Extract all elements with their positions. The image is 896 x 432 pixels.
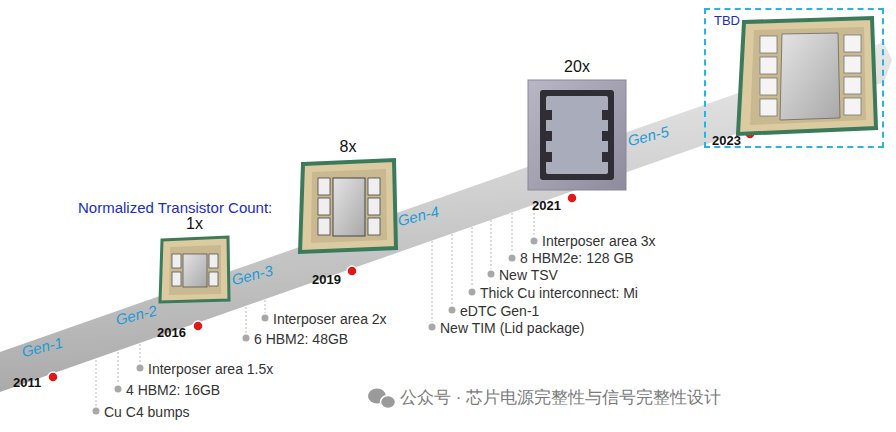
- feature-item: Thick Cu interconnect: Mi: [480, 285, 638, 301]
- chip-part: [368, 198, 380, 215]
- chip-part: [368, 218, 380, 235]
- chip-gen4: 8x: [300, 160, 396, 252]
- chip-part: [300, 160, 396, 252]
- chip-part: [429, 324, 436, 331]
- chip-gen4: [300, 160, 396, 252]
- leader-line: [512, 213, 513, 253]
- chip-part: [844, 56, 861, 73]
- chip-part: [844, 35, 861, 52]
- chip-gen5: 20x: [528, 80, 626, 190]
- chip-part: [844, 77, 861, 94]
- chip-part: [172, 254, 181, 268]
- feature-item: eDTC Gen-1: [460, 303, 539, 319]
- chip-part: [528, 80, 626, 190]
- chip-gen3: [160, 237, 229, 302]
- watermark: 公众号 · 芯片电源完整性与信号完整性设计: [400, 388, 721, 408]
- chip-gen6: [738, 18, 876, 134]
- chip-part: [262, 315, 269, 322]
- year-dots: [48, 129, 755, 382]
- feature-item: Interposer area 3x: [542, 233, 656, 249]
- chip-part: [469, 289, 476, 296]
- chip-part: [602, 152, 608, 162]
- heading: Normalized Transistor Count:: [78, 199, 272, 216]
- feature-item: New TIM (Lid package): [440, 320, 584, 336]
- chip-part: [183, 254, 207, 287]
- chip-part: [449, 307, 456, 314]
- chip-part: [243, 335, 250, 342]
- scale-label: 1x: [160, 215, 229, 233]
- chip-part: [347, 266, 357, 276]
- leader-line: [491, 220, 492, 269]
- chip-part: [546, 110, 608, 162]
- leader-line: [265, 300, 266, 313]
- chip-part: [48, 372, 58, 382]
- year-label: 2021: [532, 199, 561, 214]
- feature-item: 4 HBM2: 16GB: [126, 382, 220, 398]
- leader-line: [140, 344, 141, 363]
- chip-part: [844, 98, 861, 115]
- chip-part: [333, 178, 365, 236]
- chip-part: [318, 218, 330, 235]
- chip-part: [760, 78, 777, 95]
- chip-part: [750, 27, 866, 125]
- scale-label: 20x: [528, 58, 626, 76]
- chip-part: [760, 36, 777, 53]
- chip-part: [488, 271, 495, 278]
- chip-part: [209, 272, 218, 286]
- scale-label: 8x: [300, 138, 396, 156]
- chip-part: [602, 110, 608, 120]
- chip-part: [546, 152, 552, 162]
- future-chip-box: TBD: [704, 8, 884, 148]
- leader-line: [96, 360, 97, 406]
- feature-item: 8 HBM2e: 128 GB: [520, 250, 634, 266]
- leader-line: [432, 241, 433, 322]
- chip-part: [318, 178, 330, 195]
- wechat-icon: [368, 389, 396, 409]
- chip-part: [760, 35, 861, 116]
- chip-part: [172, 272, 181, 286]
- chip-part: [602, 131, 608, 141]
- chip-part: [509, 255, 516, 262]
- chip-gen5: [528, 80, 626, 190]
- chip-part: [760, 57, 777, 74]
- leader-line: [452, 234, 453, 305]
- chip-part: [381, 396, 396, 409]
- chip-part: [160, 237, 229, 302]
- year-label: 2019: [312, 273, 341, 288]
- chip-part: [169, 245, 221, 295]
- chip-part: [546, 96, 608, 174]
- chip-part: [738, 18, 876, 134]
- chip-part: [546, 110, 552, 120]
- leader-line: [472, 227, 473, 287]
- feature-item: Interposer area 2x: [273, 311, 387, 327]
- leader-line: [246, 307, 247, 333]
- feature-item: Interposer area 1.5x: [148, 361, 273, 377]
- chip-part: [115, 386, 122, 393]
- chip-part: [209, 254, 218, 268]
- year-label: 2011: [13, 376, 41, 391]
- feature-item: Cu C4 bumps: [104, 404, 190, 420]
- chip-part: [531, 238, 538, 245]
- chip-part: [567, 193, 577, 203]
- feature-item: 6 HBM2: 48GB: [254, 331, 348, 347]
- chip-part: [546, 131, 552, 141]
- chip-part: [368, 178, 380, 195]
- chip-part: [193, 321, 203, 331]
- chip-part: [137, 365, 144, 372]
- chip-gen3: 1x: [160, 237, 229, 303]
- chip-part: [780, 33, 840, 120]
- leader-line: [118, 352, 119, 384]
- chip-part: [540, 90, 614, 180]
- feature-item: New TSV: [499, 267, 558, 283]
- year-label: 2016: [157, 326, 186, 341]
- status-label: TBD: [714, 14, 874, 29]
- chip-part: [311, 169, 387, 243]
- chip-part: [760, 99, 777, 116]
- chip-part: [318, 198, 330, 215]
- chip-part: [93, 408, 100, 415]
